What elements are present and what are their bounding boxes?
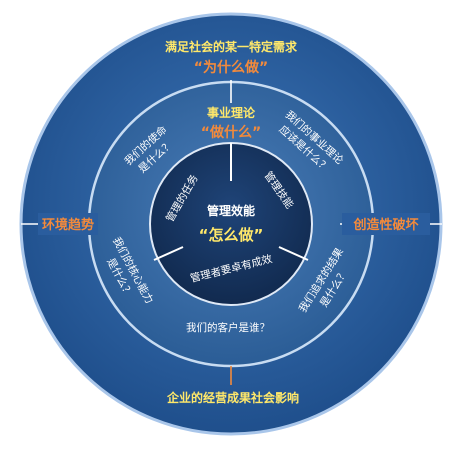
outer-bottom-text: 企业的经营成果社会影响 <box>166 390 299 405</box>
right-label-box <box>342 213 430 235</box>
middle-title: 事业理论 <box>207 105 256 120</box>
left-label: 环境趋势 <box>42 217 94 233</box>
middle-highlight: “做什么” <box>201 124 261 141</box>
outer-top-text: 满足社会的某一特定需求 <box>165 39 298 54</box>
inner-title: 管理效能 <box>207 203 255 218</box>
left-label-box <box>38 213 98 235</box>
question-bottom: 我们的客户是谁？ <box>186 321 270 334</box>
inner-divider-right <box>278 246 309 261</box>
inner-divider-left <box>153 246 184 261</box>
right-label: 创造性破坏 <box>352 217 418 233</box>
inner-highlight: “怎么做” <box>199 226 264 244</box>
outer-top-highlight: “为什么做” <box>194 59 268 76</box>
